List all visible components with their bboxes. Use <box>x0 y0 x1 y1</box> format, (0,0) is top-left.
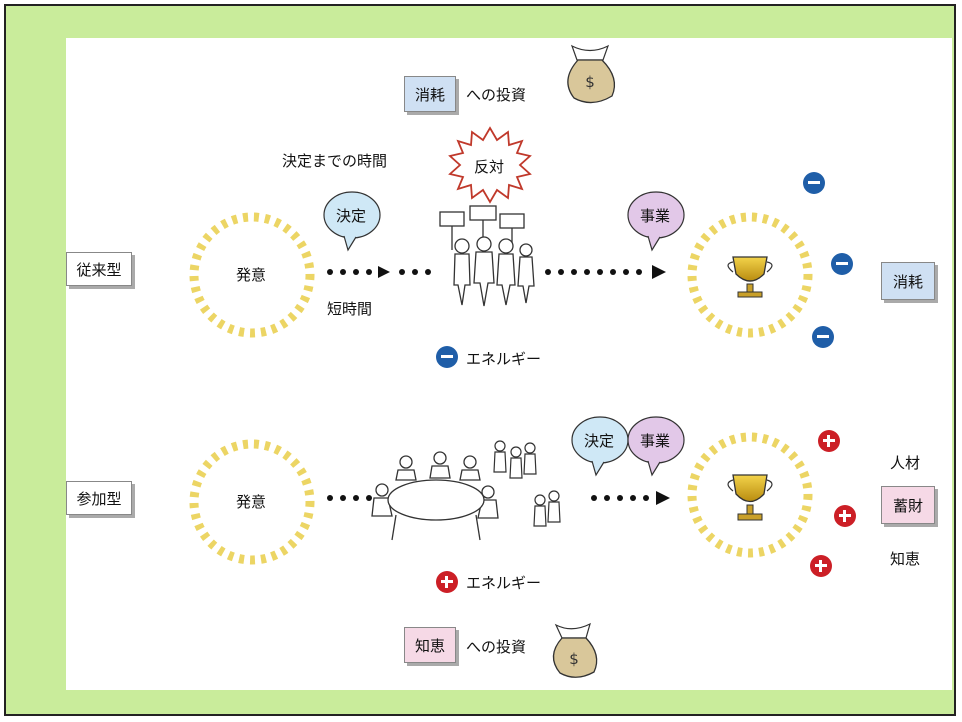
protest-crowd-icon <box>439 205 535 307</box>
money-bag-icon: $ <box>552 622 598 678</box>
trophy-icon <box>727 256 773 298</box>
people-label: 人材 <box>890 454 921 472</box>
business-bubble-participatory <box>627 416 685 477</box>
intent-label-conventional: 発意 <box>236 266 267 284</box>
business-bubble-label-conventional: 事業 <box>640 207 671 225</box>
minus-badge-icon <box>812 326 834 348</box>
plus-badge-icon <box>810 555 832 577</box>
arrow-right-icon <box>378 266 390 278</box>
intent-sun-ring-conventional <box>189 212 315 338</box>
minus-badge-icon <box>803 172 825 194</box>
dollar-sign: $ <box>585 73 595 91</box>
wisdom-label: 知恵 <box>890 550 921 568</box>
plus-badge-icon <box>436 571 458 593</box>
investment-suffix-bottom: への投資 <box>466 638 527 656</box>
consume-investment-box: 消耗 <box>404 76 456 112</box>
row-label-participatory: 参加型 <box>66 481 132 515</box>
opposition-burst <box>448 126 532 204</box>
decide-bubble-conventional <box>323 191 381 252</box>
energy-label-participatory: エネルギー <box>466 574 542 592</box>
people-group-icon <box>493 440 561 527</box>
money-bag-icon: $ <box>567 44 616 104</box>
dots-row2-a <box>327 495 372 501</box>
minus-badge-icon <box>436 346 458 368</box>
result-sun-ring-participatory <box>687 432 813 558</box>
trophy-icon <box>727 474 773 521</box>
arrow-right-icon <box>652 265 666 279</box>
arrow-right-icon <box>656 491 670 505</box>
decide-bubble-participatory <box>571 416 629 477</box>
business-bubble-label-participatory: 事業 <box>640 432 671 450</box>
intent-sun-ring-participatory <box>189 439 315 565</box>
short-time-label: 短時間 <box>327 300 373 318</box>
business-bubble-conventional <box>627 191 685 252</box>
wisdom-investment-box: 知恵 <box>404 627 456 663</box>
dots-row1-b <box>399 269 431 275</box>
savings-box: 蓄財 <box>881 486 935 524</box>
consume-result-box: 消耗 <box>881 262 935 300</box>
dollar-sign: $ <box>569 650 579 668</box>
result-sun-ring-conventional <box>687 212 813 338</box>
plus-badge-icon <box>834 505 856 527</box>
energy-label-conventional: エネルギー <box>466 350 542 368</box>
decide-bubble-label-participatory: 決定 <box>584 432 615 450</box>
minus-badge-icon <box>831 253 853 275</box>
row-label-conventional: 従来型 <box>66 252 132 286</box>
investment-suffix-top: への投資 <box>466 86 527 104</box>
meeting-table-icon <box>371 451 499 541</box>
plus-badge-icon <box>818 430 840 452</box>
dots-row1-c <box>545 269 642 275</box>
dots-row2-b <box>591 495 649 501</box>
decide-bubble-label-conventional: 決定 <box>336 207 367 225</box>
dots-row1-a <box>327 269 372 275</box>
opposition-label: 反対 <box>474 158 505 176</box>
decision-time-label: 決定までの時間 <box>282 152 388 170</box>
intent-label-participatory: 発意 <box>236 493 267 511</box>
